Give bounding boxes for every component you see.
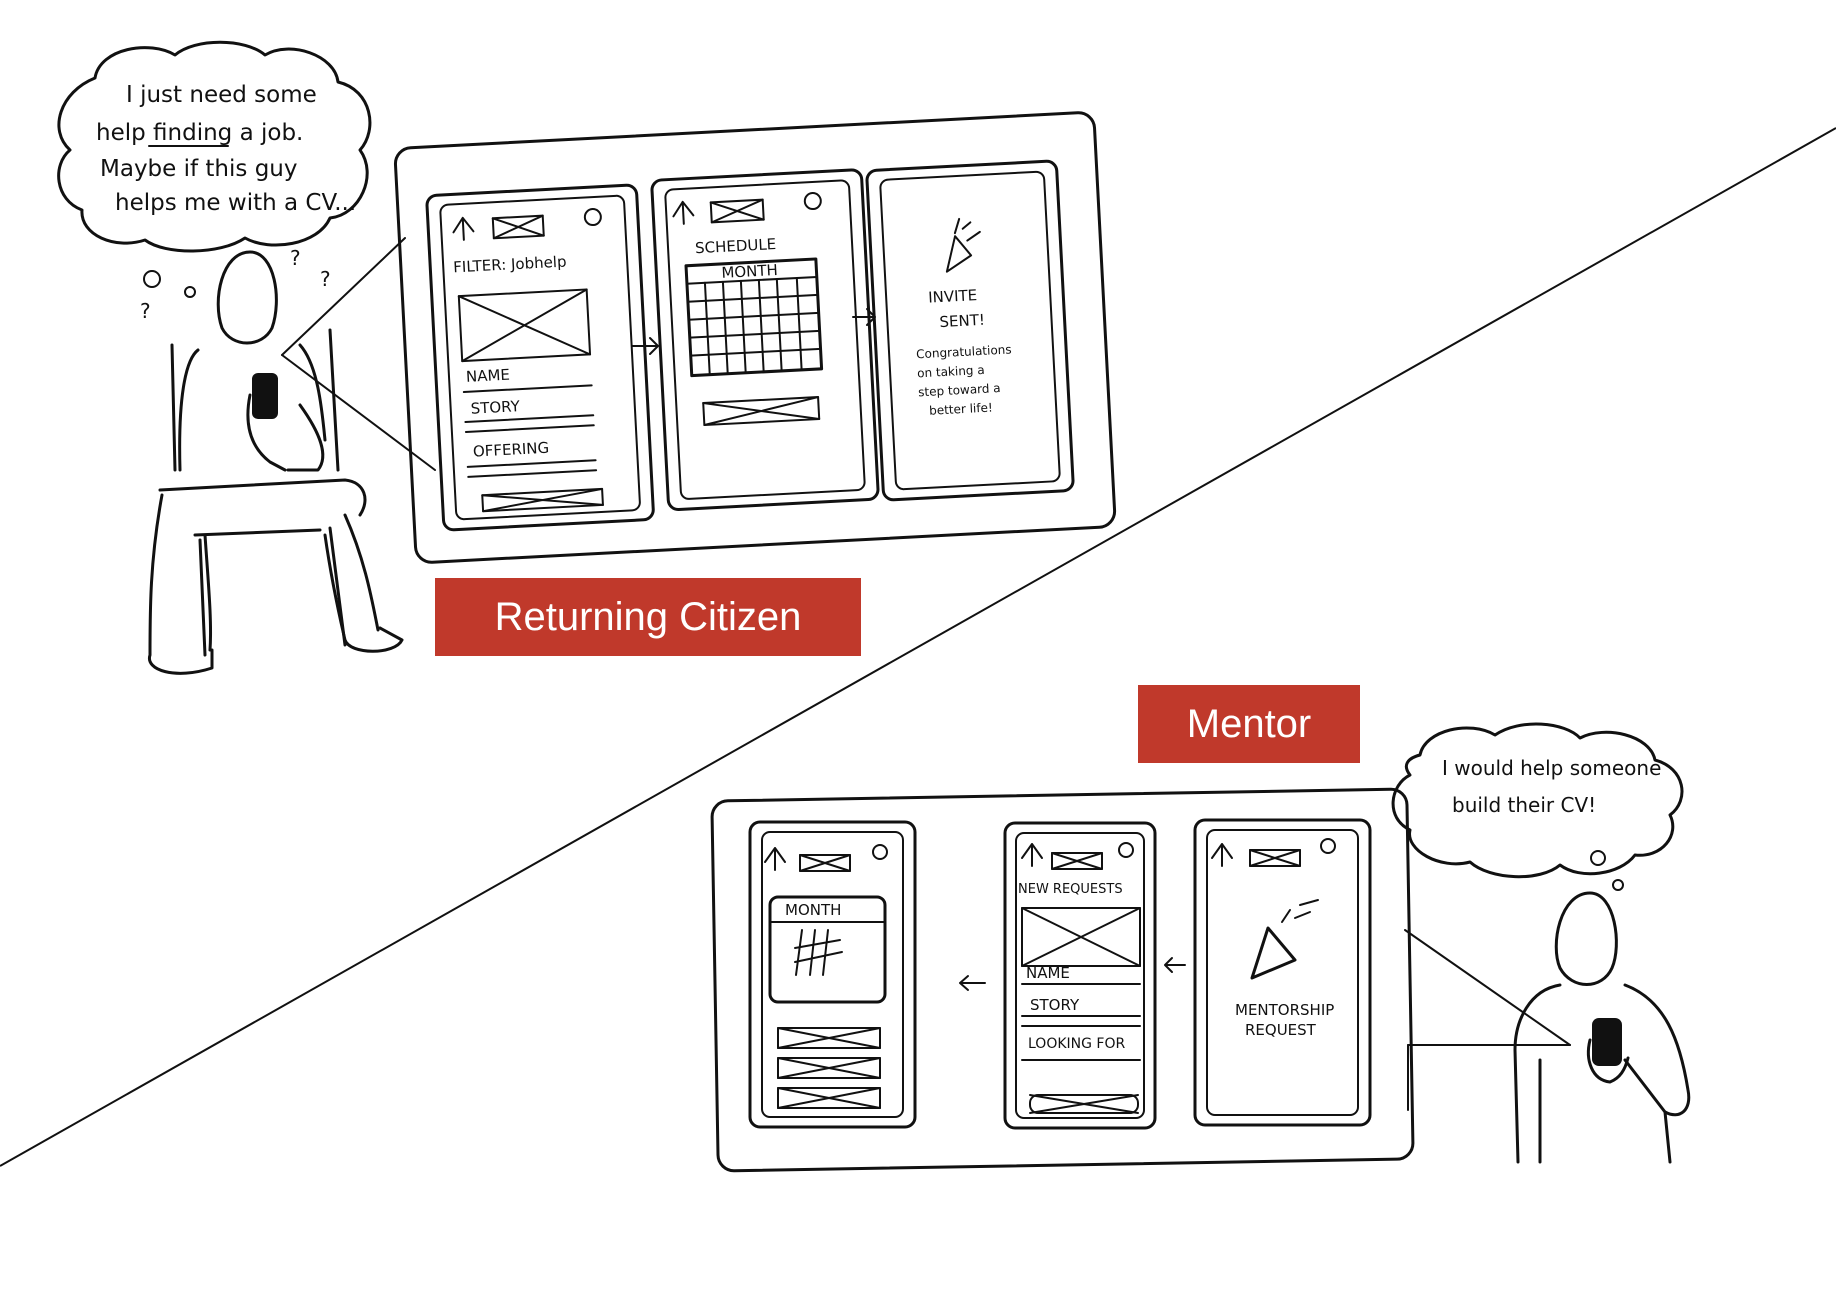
question-mark: ?: [290, 246, 301, 270]
party-popper-icon: [945, 217, 981, 273]
citizen-thought-cloud: I just need some help finding a job. May…: [57, 40, 372, 253]
mentor-figure: [1513, 891, 1691, 1164]
mentor-thought-line: build their CV!: [1452, 793, 1596, 817]
up-arrow-icon: [1211, 843, 1233, 867]
month-label: MONTH: [721, 261, 778, 282]
mentor-screen-schedule: MONTH: [748, 820, 917, 1129]
story-label: STORY: [470, 397, 521, 418]
invite-message: step toward a: [918, 381, 1001, 399]
role-label-mentor: Mentor: [1138, 685, 1360, 763]
arrow-right-icon: [631, 337, 659, 355]
citizen-storyboard-panel: [393, 111, 1117, 564]
close-icon: [1320, 838, 1336, 854]
invite-headline: SENT!: [939, 311, 985, 331]
mentor-storyboard-panel: [710, 787, 1415, 1173]
close-icon: [872, 844, 888, 860]
citizen-thought-line: Maybe if this guy: [100, 156, 297, 182]
citizen-screen-schedule: SCHEDULE MONTH: [650, 168, 880, 511]
name-label: NAME: [1026, 964, 1070, 982]
story-label: STORY: [1030, 996, 1080, 1014]
role-label-returning-citizen: Returning Citizen: [435, 578, 861, 656]
mentor-thought-cloud: I would help someone build their CV!: [1391, 722, 1684, 879]
month-label: MONTH: [785, 901, 841, 919]
up-arrow-icon: [452, 216, 475, 241]
up-arrow-icon: [1021, 843, 1043, 867]
diagonal-divider: [0, 127, 1836, 1167]
up-arrow-icon: [764, 847, 786, 871]
schedule-title: SCHEDULE: [695, 235, 777, 257]
filter-label: FILTER: Jobhelp: [453, 252, 567, 276]
mentorship-title: MENTORSHIP: [1235, 1001, 1334, 1019]
invite-message: better life!: [929, 400, 993, 417]
phone-icon: [252, 373, 278, 419]
close-icon: [1118, 842, 1134, 858]
offering-label: OFFERING: [472, 439, 549, 461]
arrow-left-icon: [959, 975, 986, 991]
arrow-left-icon: [1164, 957, 1186, 973]
mentor-thought-line: I would help someone: [1442, 756, 1661, 780]
new-requests-title: NEW REQUESTS: [1018, 882, 1123, 897]
close-icon: [583, 208, 602, 227]
question-mark: ?: [320, 267, 331, 291]
citizen-thought-line: help finding a job.: [96, 120, 303, 146]
citizen-screen-invite-sent: INVITE SENT! Congratulations on taking a…: [865, 159, 1075, 502]
mentorship-subtitle: REQUEST: [1245, 1021, 1317, 1039]
invite-message: on taking a: [917, 363, 985, 381]
citizen-screen-profile: FILTER: Jobhelp NAME STORY OFFERING: [425, 183, 655, 532]
name-label: NAME: [466, 366, 511, 386]
mentor-screen-mentorship-request: MENTORSHIP REQUEST: [1193, 818, 1372, 1127]
calendar-grid: MONTH: [684, 257, 824, 378]
citizen-thought-line: helps me with a CV...: [115, 190, 356, 216]
up-arrow-icon: [672, 200, 695, 225]
mentor-screen-new-requests: NEW REQUESTS NAME STORY LOOKING FOR: [1003, 821, 1157, 1130]
question-mark: ?: [140, 299, 151, 323]
party-popper-icon: [1250, 899, 1319, 980]
returning-citizen-figure: [148, 250, 404, 675]
citizen-thought-line: I just need some: [126, 82, 317, 108]
invite-message: Congratulations: [916, 342, 1012, 361]
invite-headline: INVITE: [928, 286, 978, 307]
looking-for-label: LOOKING FOR: [1028, 1036, 1125, 1052]
close-icon: [803, 192, 822, 211]
phone-icon: [1592, 1018, 1622, 1066]
